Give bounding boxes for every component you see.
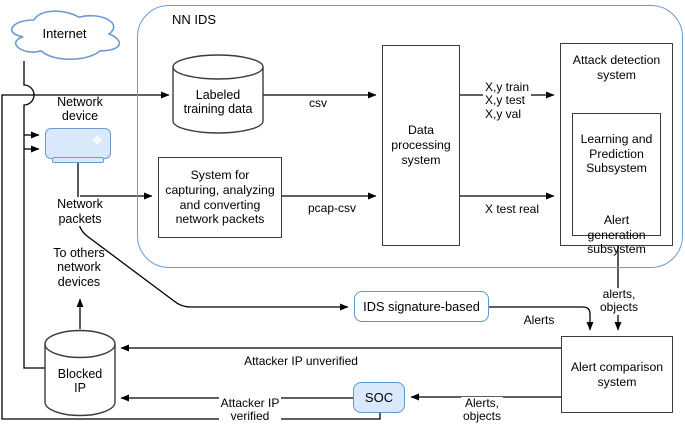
alert-comparison-node: Alert comparison system [561, 336, 673, 413]
labeled-training-cylinder [172, 54, 264, 134]
blocked-ip-cylinder [44, 329, 116, 417]
edge-alerts-signature [489, 306, 594, 331]
nnids-container [137, 5, 683, 268]
soc-node: SOC [353, 382, 405, 413]
ids-signature-label: IDS signature-based [363, 298, 480, 314]
alert-generation-label: Alert generation subsystem [587, 212, 646, 257]
data-processing-node: Data processing system [382, 45, 460, 246]
soc-label: SOC [364, 389, 394, 405]
data-processing-label: Data processing system [391, 123, 451, 167]
network-device-base [52, 157, 104, 163]
edge-soc-feedback-to-training [1, 91, 381, 420]
capture-system-node: System for capturing, analyzing and conv… [158, 157, 282, 238]
internet-cloud-shape [11, 10, 120, 60]
attack-detection-label: Attack detection system [572, 53, 661, 82]
alert-comparison-label: Alert comparison system [570, 359, 664, 389]
edge-internet-blockedip-trunk [23, 61, 45, 369]
network-device-icon [45, 128, 111, 159]
ids-signature-node: IDS signature-based [354, 291, 489, 322]
learning-prediction-label: Learning and Prediction Subsystem [580, 131, 653, 176]
capture-system-label: System for capturing, analyzing and conv… [165, 168, 275, 227]
attack-subsystems-node: Learning and Prediction Subsystem Alert … [572, 113, 661, 256]
